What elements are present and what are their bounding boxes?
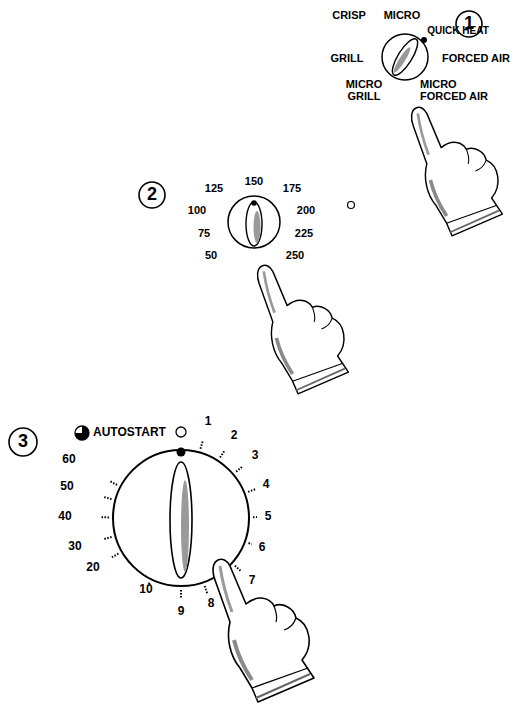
temperature-label: 100 xyxy=(188,204,206,216)
pointing-hand xyxy=(412,107,503,235)
tick-mark xyxy=(249,543,252,544)
timer-label: 40 xyxy=(58,510,71,523)
temperature-label: 200 xyxy=(297,204,315,216)
timer-label: 8 xyxy=(208,597,215,610)
temperature-label: 75 xyxy=(198,227,210,239)
timer-label: 20 xyxy=(86,561,99,574)
temperature-label: 225 xyxy=(295,227,313,239)
timer-knob xyxy=(113,427,249,586)
timer-label: 3 xyxy=(252,449,259,462)
timer-label: 1 xyxy=(205,415,212,428)
mode-label: QUICK HEAT xyxy=(427,25,488,36)
tick-mark xyxy=(248,489,256,492)
tick-mark xyxy=(235,566,241,571)
mode-label: CRISP xyxy=(332,9,366,21)
temperature-label: 250 xyxy=(286,249,304,261)
tick-mark xyxy=(253,516,257,518)
timer-label: 4 xyxy=(263,478,270,491)
tick-mark xyxy=(201,441,203,449)
mode-label: MICRO xyxy=(384,9,421,21)
tick-mark xyxy=(104,497,112,499)
tick-mark xyxy=(205,586,208,594)
autostart-label: AUTOSTART xyxy=(93,426,166,439)
timer-label: 10 xyxy=(139,583,152,596)
mode-label: MICRO GRILL xyxy=(341,78,387,102)
callout-circle xyxy=(139,182,165,208)
callout-number: 2 xyxy=(147,185,157,205)
tick-mark xyxy=(111,554,118,558)
temperature-label: 150 xyxy=(245,175,263,187)
mode-knob xyxy=(382,34,428,80)
timer-label: 7 xyxy=(249,574,256,587)
timer-label: 9 xyxy=(178,605,185,618)
tick-mark xyxy=(104,537,112,539)
callout-number: 3 xyxy=(18,432,28,452)
tick-mark xyxy=(236,467,242,472)
timer-label: 2 xyxy=(231,429,238,442)
autostart-icon xyxy=(75,426,89,440)
tick-mark xyxy=(180,590,182,598)
timer-label: 60 xyxy=(62,453,75,466)
mode-label: FORCED AIR xyxy=(442,52,510,64)
pointing-hand xyxy=(258,265,349,393)
mode-label: GRILL xyxy=(331,52,364,64)
temperature-label: 125 xyxy=(205,182,223,194)
timer-label: 6 xyxy=(259,541,266,554)
indicator-light xyxy=(348,202,355,209)
timer-label: 50 xyxy=(60,480,73,493)
timer-label: 30 xyxy=(68,540,81,553)
callout-circle xyxy=(9,428,37,456)
temperature-label: 50 xyxy=(205,249,217,261)
tick-mark xyxy=(110,481,117,485)
tick-mark xyxy=(101,516,109,518)
temperature-label: 175 xyxy=(283,182,301,194)
pointing-hand xyxy=(213,559,314,702)
mode-label: MICRO FORCED AIR xyxy=(420,78,494,102)
temperature-knob xyxy=(228,196,280,248)
timer-label: 5 xyxy=(265,510,272,523)
tick-mark xyxy=(220,451,224,458)
